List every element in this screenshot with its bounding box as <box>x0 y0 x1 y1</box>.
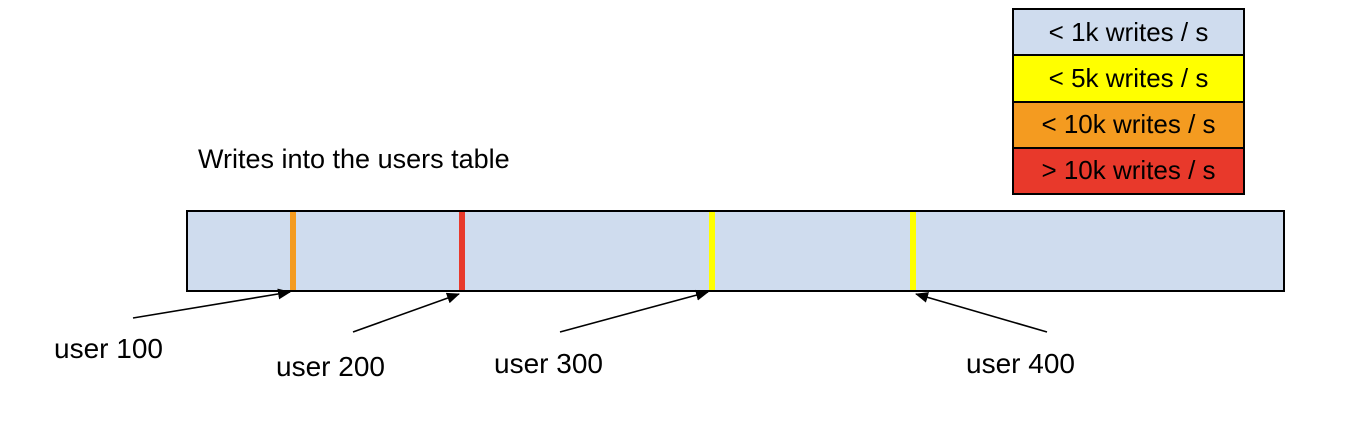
arrow-user-200 <box>352 292 460 333</box>
hotspot-marker-user-300 <box>709 212 715 290</box>
hotspot-marker-user-400 <box>910 212 916 290</box>
hotspot-marker-user-200 <box>459 212 465 290</box>
label-user-400: user 400 <box>966 348 1075 379</box>
legend-item-label: < 10k writes / s <box>1041 109 1216 140</box>
legend-item-label: < 1k writes / s <box>1048 16 1209 47</box>
legend-item-label: < 5k writes / s <box>1048 62 1209 93</box>
arrow-user-100 <box>132 288 291 319</box>
label-user-200: user 200 <box>276 351 385 382</box>
legend-item-label: > 10k writes / s <box>1041 155 1216 186</box>
legend-item-lt1k: < 1k writes / s <box>1014 10 1243 57</box>
label-user-300: user 300 <box>494 348 603 379</box>
legend-item-gt10k: > 10k writes / s <box>1014 148 1243 193</box>
users-table-bar <box>186 210 1285 292</box>
arrow-user-400 <box>915 292 1048 333</box>
arrow-user-300 <box>559 289 709 333</box>
label-user-100: user 100 <box>54 333 163 364</box>
legend-item-lt10k: < 10k writes / s <box>1014 102 1243 149</box>
legend: < 1k writes / s < 5k writes / s < 10k wr… <box>1012 8 1245 195</box>
hotspot-marker-user-100 <box>290 212 296 290</box>
legend-item-lt5k: < 5k writes / s <box>1014 56 1243 103</box>
diagram-title: Writes into the users table <box>198 144 510 174</box>
